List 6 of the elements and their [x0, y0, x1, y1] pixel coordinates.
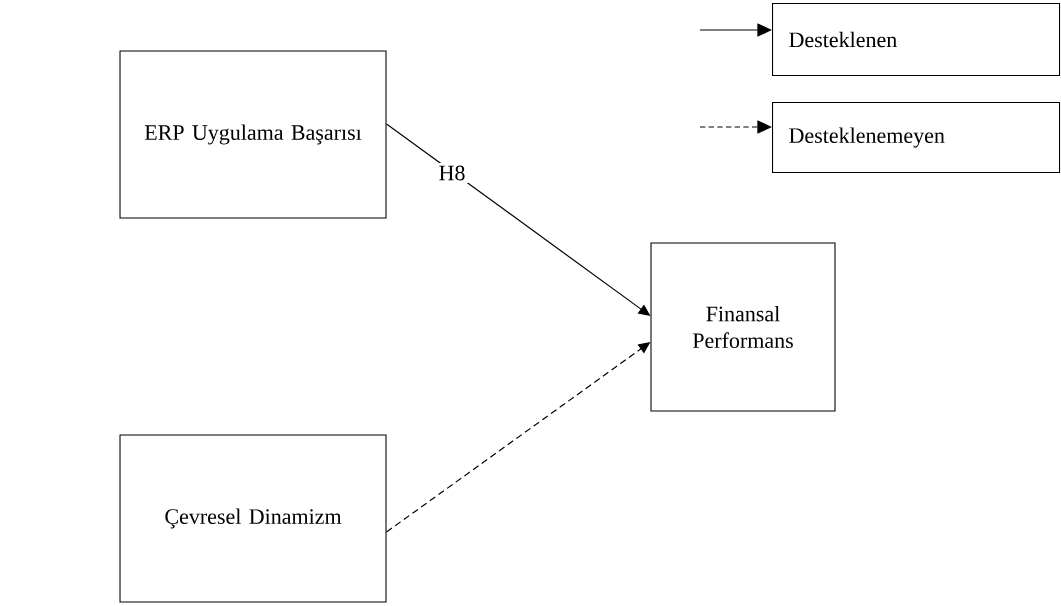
legend-box: Desteklenen	[772, 3, 1061, 77]
concept-box: Çevresel Dinamizm	[119, 434, 387, 603]
concept-box: ERP Uygulama Başarısı	[119, 50, 387, 219]
concept-box: Finansal Performans	[650, 242, 836, 412]
legend-box: Desteklenemeyen	[772, 102, 1061, 174]
edge-label: H8	[435, 162, 469, 184]
